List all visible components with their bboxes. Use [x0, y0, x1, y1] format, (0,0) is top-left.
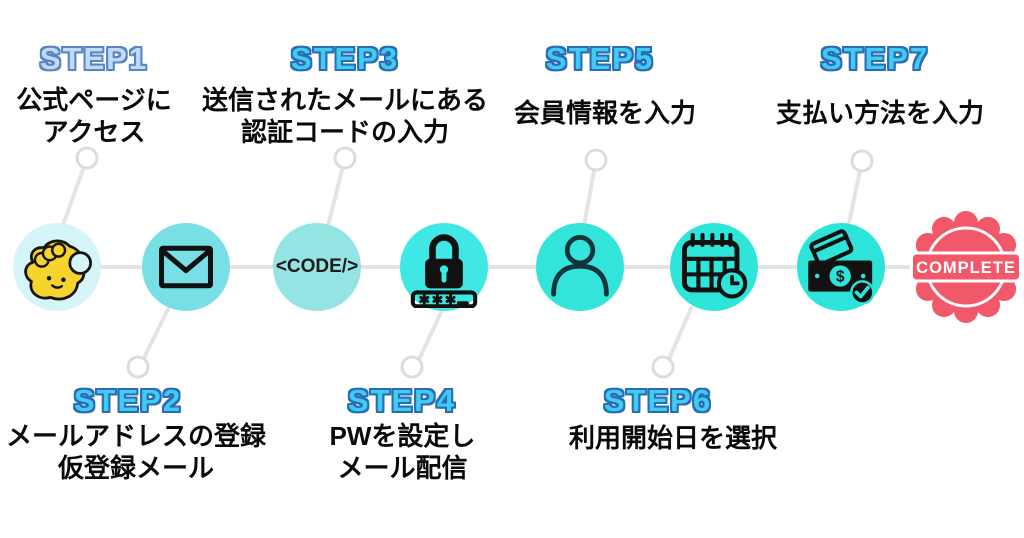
complete-badge: COMPLETE [910, 211, 1022, 323]
step3-description-line1: 送信されたメールにある [201, 85, 488, 115]
connector-line [664, 305, 694, 367]
step3-description: 送信されたメールにある 認証コードの入力 [180, 84, 510, 148]
step5-label: STEP5 [545, 41, 655, 76]
connector-node [651, 355, 675, 379]
step1-description-line2: アクセス [42, 117, 146, 147]
step4-description: PWを設定し メール配信 [300, 420, 505, 484]
complete-badge-label: COMPLETE [916, 259, 1016, 277]
step7-description-line1: 支払い方法を入力 [775, 98, 984, 128]
connector-node [400, 355, 424, 379]
user-icon [551, 235, 609, 297]
step6-node [670, 223, 758, 311]
code-icon: <CODE/> [275, 256, 359, 277]
step5-node [536, 223, 624, 311]
connector-node [584, 148, 608, 172]
step3-label: STEP3 [290, 41, 400, 76]
connector-node [333, 146, 357, 170]
step1-label: STEP1 [39, 41, 149, 76]
step6-label: STEP6 [603, 383, 713, 418]
step4-label: STEP4 [347, 383, 457, 418]
connector-line [414, 305, 446, 367]
dollar-glyph: $ [836, 268, 845, 285]
step4-node [400, 223, 488, 311]
step5-description-line1: 会員情報を入力 [513, 98, 696, 128]
step2-description: メールアドレスの登録 仮登録メール [0, 420, 272, 484]
step7-node: $ [797, 223, 885, 311]
step6-description: 利用開始日を選択 [538, 422, 808, 454]
step3-node: <CODE/> [273, 223, 361, 311]
envelope-icon [159, 245, 213, 289]
mascot-icon [24, 239, 92, 301]
step2-label: STEP2 [73, 383, 183, 418]
connector-node [126, 355, 150, 379]
step2-description-line1: メールアドレスの登録 [5, 421, 266, 451]
step4-description-line2: メール配信 [337, 453, 468, 483]
step3-description-line2: 認証コードの入力 [240, 117, 449, 147]
connector-line [60, 157, 89, 229]
step7-label: STEP7 [820, 41, 930, 76]
step2-node [142, 223, 230, 311]
step4-description-line1: PWを設定し [329, 421, 476, 451]
lock-password-icon [410, 234, 478, 308]
connector-line [138, 304, 172, 367]
payment-icon: $ [808, 229, 875, 305]
connector-node [850, 149, 874, 173]
connector-node [75, 146, 99, 170]
complete-seal-icon: COMPLETE [910, 211, 1022, 323]
step6-description-line1: 利用開始日を選択 [568, 423, 777, 453]
calendar-clock-icon [682, 232, 748, 299]
step5-description: 会員情報を入力 [470, 97, 740, 129]
step1-node [13, 223, 101, 311]
step2-description-line2: 仮登録メール [57, 453, 214, 483]
connector-line [326, 157, 347, 227]
step7-description: 支払い方法を入力 [745, 97, 1015, 129]
step1-description: 公式ページに アクセス [2, 84, 186, 148]
step1-description-line1: 公式ページに [16, 85, 172, 115]
